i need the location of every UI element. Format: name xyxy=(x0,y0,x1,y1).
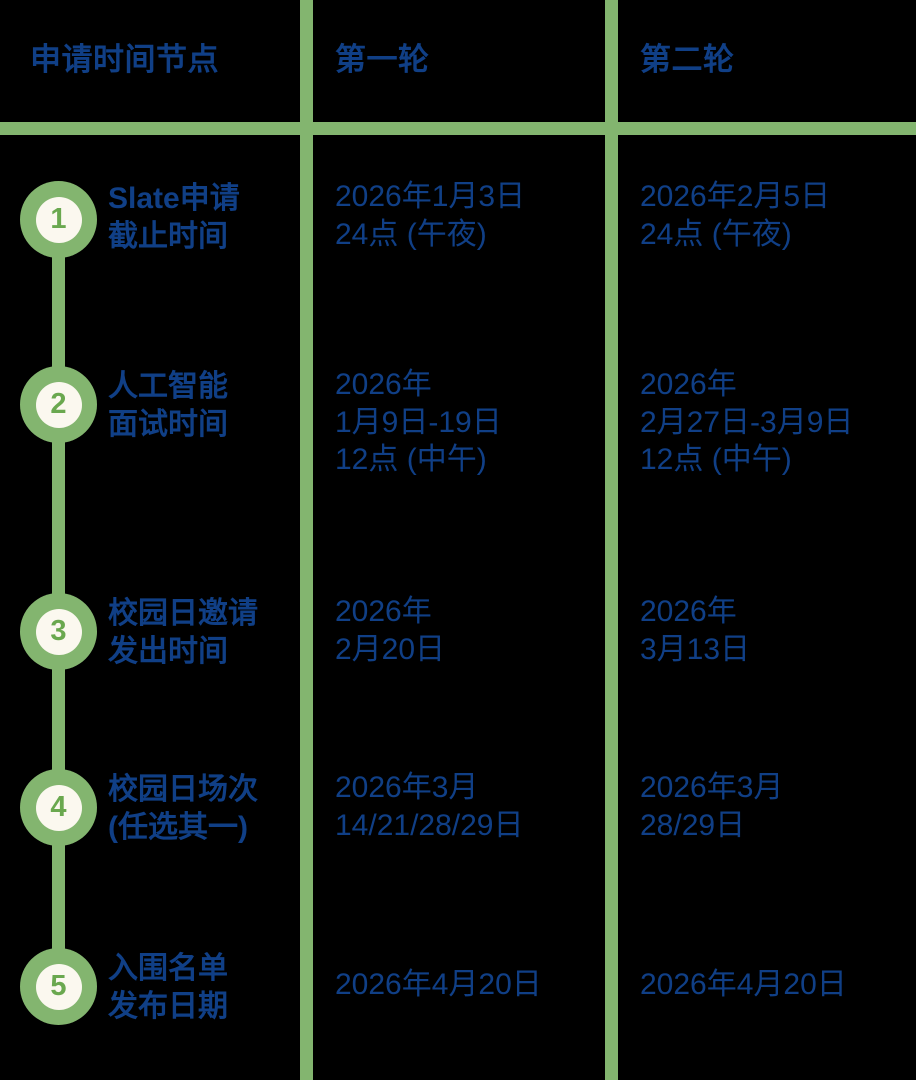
timeline-marker: 2 xyxy=(20,366,97,443)
row-value-round-one: 2026年3月 14/21/28/29日 xyxy=(335,771,524,842)
row-value-round-two: 2026年3月 28/29日 xyxy=(640,771,784,842)
row-label: 校园日邀请 发出时间 xyxy=(108,597,258,668)
row-value-round-two: 2026年 3月13日 xyxy=(640,595,751,666)
timeline-marker-number: 5 xyxy=(35,963,82,1010)
row-label: 校园日场次 (任选其一) xyxy=(108,773,258,844)
header-round-one: 第一轮 xyxy=(335,42,430,77)
header-timeline-label: 申请时间节点 xyxy=(30,42,219,77)
row-value-round-two: 2026年2月5日 24点 (午夜) xyxy=(640,180,831,251)
column-divider-round-one xyxy=(300,0,313,1080)
header-round-two: 第二轮 xyxy=(640,42,735,77)
header-divider-rule xyxy=(0,122,916,135)
row-value-round-one: 2026年 1月9日-19日 12点 (中午) xyxy=(335,368,502,476)
row-value-round-two: 2026年4月20日 xyxy=(640,968,847,1001)
row-label: 人工智能 面试时间 xyxy=(108,370,228,441)
row-value-round-one: 2026年4月20日 xyxy=(335,968,542,1001)
row-value-round-two: 2026年 2月27日-3月9日 12点 (中午) xyxy=(640,368,854,476)
row-value-round-one: 2026年1月3日 24点 (午夜) xyxy=(335,180,526,251)
timeline-marker-number: 4 xyxy=(35,784,82,831)
row-value-round-one: 2026年 2月20日 xyxy=(335,595,446,666)
timeline-marker: 1 xyxy=(20,181,97,258)
timeline-marker: 4 xyxy=(20,769,97,846)
row-label: 入围名单 发布日期 xyxy=(108,952,228,1023)
timeline-marker: 5 xyxy=(20,948,97,1025)
timeline-marker: 3 xyxy=(20,593,97,670)
column-divider-round-two xyxy=(605,0,618,1080)
timeline-marker-number: 3 xyxy=(35,608,82,655)
row-label: Slate申请 截止时间 xyxy=(108,182,240,253)
timeline-marker-number: 2 xyxy=(35,381,82,428)
timeline-marker-number: 1 xyxy=(35,196,82,243)
